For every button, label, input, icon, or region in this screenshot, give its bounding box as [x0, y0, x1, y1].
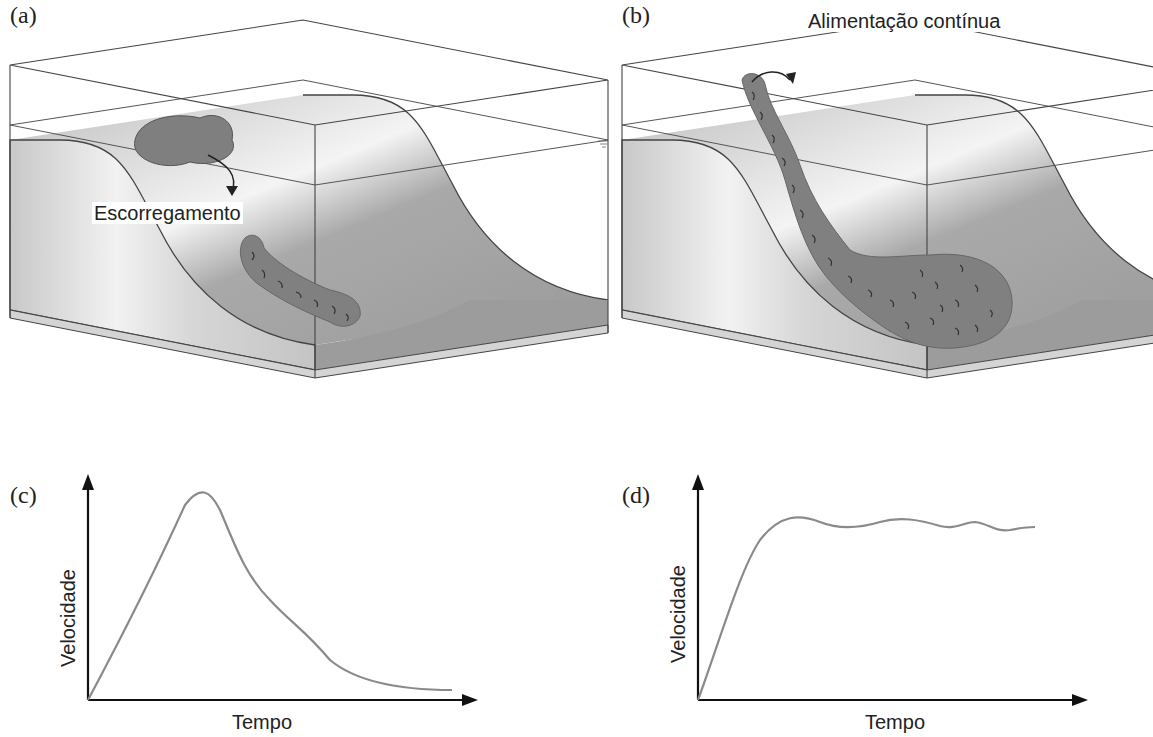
axis-label: Tempo — [232, 711, 292, 733]
panel-letter: (d) — [622, 482, 650, 508]
axis-label: Velocidade — [57, 569, 79, 667]
process-label: Alimentação contínua — [806, 10, 1002, 32]
axis-label: Velocidade — [667, 565, 689, 663]
process-label: Escorregamento — [92, 202, 243, 224]
axis-label: Tempo — [865, 711, 925, 733]
panel-letter: (a) — [10, 2, 37, 28]
panel-letter: (b) — [622, 2, 650, 28]
panel-letter: (c) — [10, 482, 37, 508]
